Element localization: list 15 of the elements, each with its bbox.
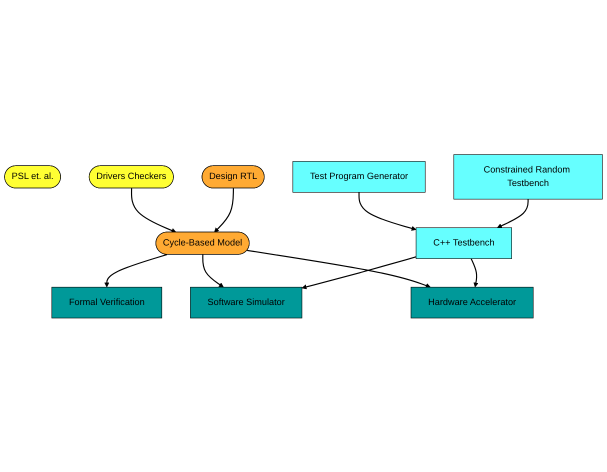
arrow: [497, 198, 529, 228]
node-box: Test Program Generator: [292, 160, 426, 192]
arrow: [470, 258, 478, 288]
node-box: Hardware Accelerator: [410, 286, 534, 318]
node-box: Constrained Random Testbench: [454, 154, 603, 200]
arrow: [302, 256, 416, 290]
arrow: [202, 254, 224, 288]
arrow: [214, 188, 234, 232]
node-box: Software Simulator: [190, 286, 302, 318]
arrow: [358, 192, 416, 230]
node-box: C++ Testbench: [416, 227, 512, 259]
arrow: [247, 250, 431, 288]
node-box: Formal Verification: [52, 286, 162, 318]
arrow: [104, 254, 168, 288]
arrow: [130, 188, 176, 233]
